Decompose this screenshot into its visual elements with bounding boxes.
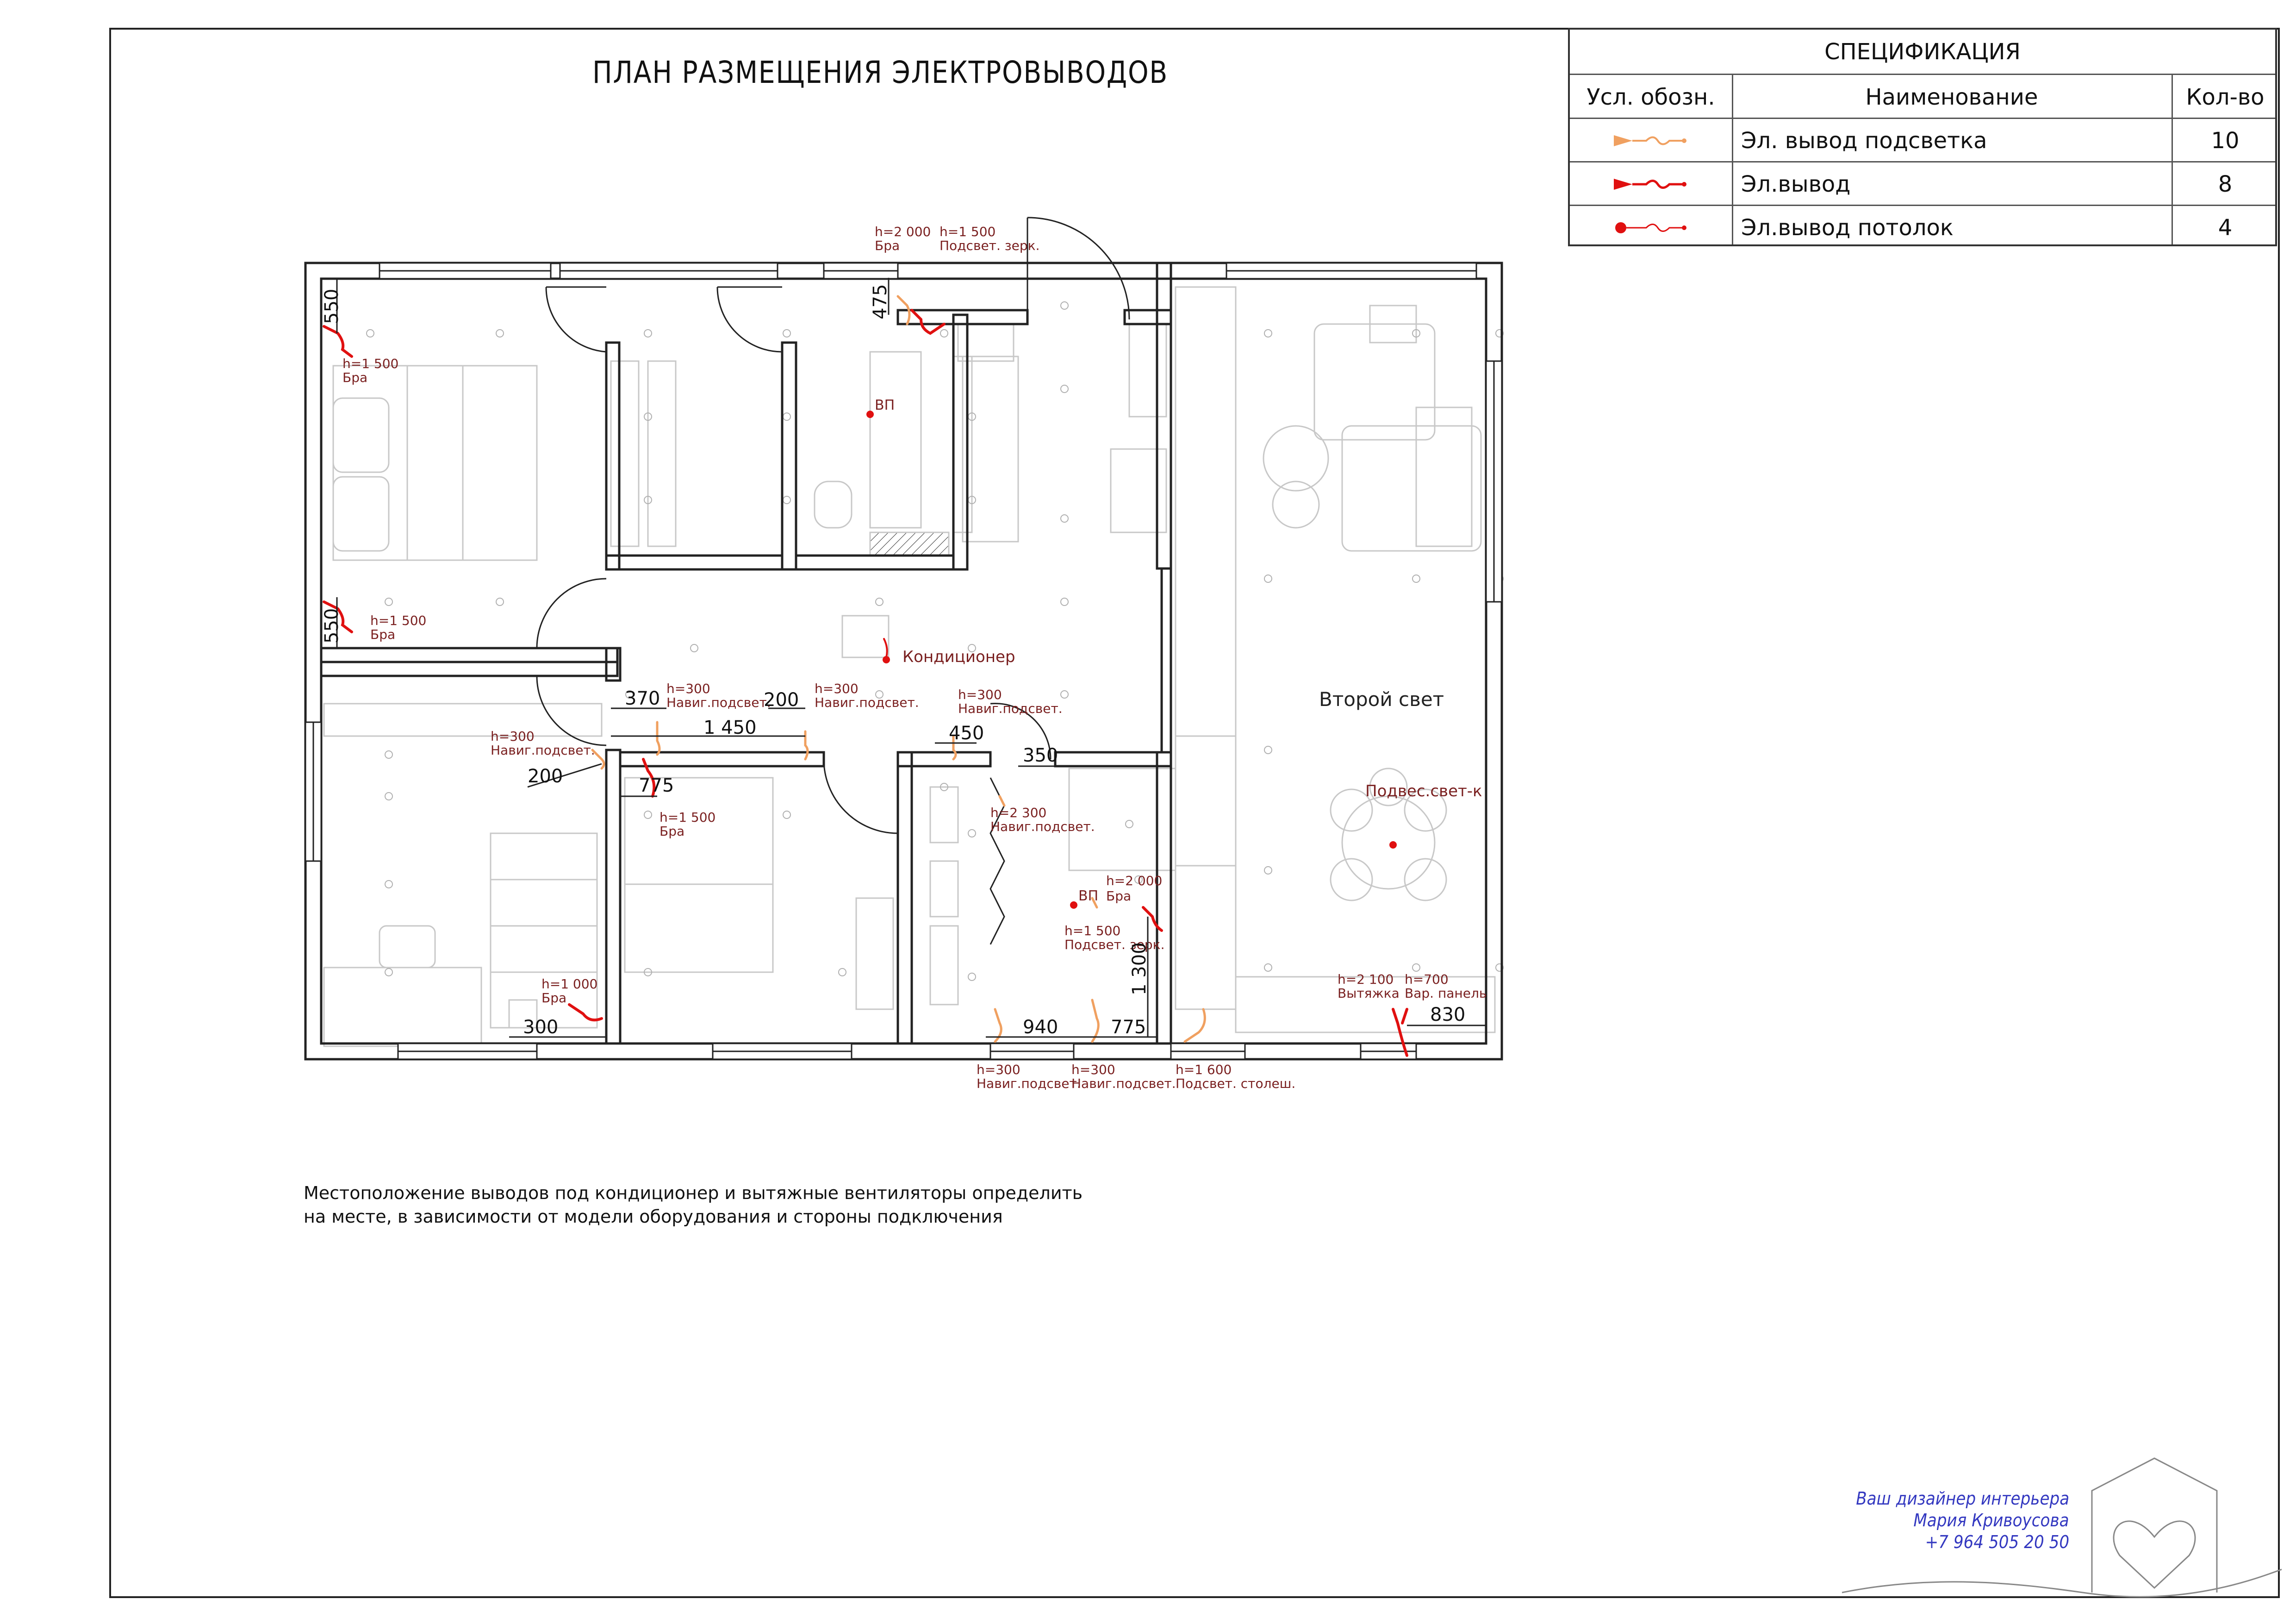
label: Бра [660, 824, 684, 839]
label: Навиг.подсвет. [666, 695, 771, 710]
label: h=300 [958, 687, 1002, 702]
pendant-label: Подвес.свет-к [1365, 782, 1482, 800]
dimension-lines [336, 278, 1486, 1038]
note-line: на месте, в зависимости от модели оборуд… [304, 1206, 1003, 1227]
label: h=300 [1071, 1062, 1115, 1077]
label: h=1 500 [370, 613, 426, 628]
label: Навиг.подсвет. [977, 1076, 1081, 1091]
dimension: 940 [1023, 1017, 1058, 1038]
label: h=1 500 [940, 224, 996, 239]
spec-qty: 8 [2218, 171, 2233, 197]
label: Вар. панель [1405, 986, 1487, 1001]
dimension: 200 [764, 689, 799, 711]
label: h=2 100 [1338, 972, 1394, 987]
ceiling-outlet-points [866, 411, 1397, 909]
dimension: 775 [1111, 1017, 1146, 1038]
label: Навиг.подсвет. [990, 819, 1095, 834]
spec-divider [1732, 74, 1733, 244]
label: h=2 000 [1106, 873, 1162, 888]
dimension: 1 300 [1129, 942, 1150, 995]
label: h=1 500 [342, 356, 398, 371]
label: Бра [1106, 888, 1131, 904]
dimension-labels: 550 550 475 370 1 450 200 450 350 200 77… [321, 284, 1465, 1038]
sheet-frame [109, 28, 2280, 1598]
label: h=300 [491, 729, 535, 744]
dimension: 775 [639, 775, 674, 796]
label: Вытяжка [1338, 986, 1400, 1001]
ceiling-outlet-icon [1570, 206, 1732, 250]
spec-row: Эл. вывод подсветка 10 [1570, 118, 2275, 162]
label: Бра [370, 627, 395, 642]
spec-col-symbol: Усл. обозн. [1587, 84, 1715, 110]
spec-col-name: Наименование [1865, 84, 2038, 110]
label: Бра [342, 370, 367, 385]
spec-name: Эл.вывод [1741, 171, 1851, 197]
spec-qty: 4 [2218, 215, 2233, 241]
spec-name: Эл. вывод подсветка [1741, 128, 1987, 154]
dimension: 475 [870, 284, 891, 319]
spec-qty: 10 [2211, 128, 2240, 154]
spec-header: СПЕЦИФИКАЦИЯ [1824, 38, 2021, 65]
dimension: 200 [528, 766, 563, 787]
label: ВП [1078, 888, 1098, 904]
signature-line: Ваш дизайнер интерьера [1856, 1488, 2069, 1509]
dining-table [1341, 795, 1436, 890]
furniture-layer [323, 286, 1496, 1047]
ac-label: Кондиционер [902, 648, 1015, 666]
specification-table: СПЕЦИФИКАЦИЯ Усл. обозн. Наименование Ко… [1568, 28, 2277, 246]
label: h=1 600 [1176, 1062, 1232, 1077]
page-title: ПЛАН РАЗМЕЩЕНИЯ ЭЛЕКТРОВЫВОДОВ [592, 55, 1169, 90]
designer-logo [1842, 1457, 2282, 1598]
label: Навиг.подсвет. [958, 701, 1063, 716]
label: Подсвет. зерк. [940, 238, 1039, 253]
child-bed [624, 777, 774, 973]
dimension: 370 [625, 688, 660, 709]
label: h=300 [977, 1062, 1020, 1077]
dimension: 1 450 [703, 717, 757, 738]
spec-divider [2172, 74, 2173, 244]
label: Навиг.подсвет. [1071, 1076, 1176, 1091]
dimension: 350 [1023, 745, 1058, 766]
spec-row: Эл.вывод потолок 4 [1570, 205, 2275, 250]
dimension: 830 [1430, 1004, 1465, 1025]
label: h=1 000 [541, 976, 597, 992]
windows [305, 262, 1503, 1060]
outlets [323, 295, 1408, 1057]
label: Навиг.подсвет. [815, 695, 919, 710]
toilet [814, 481, 852, 529]
dimension: 550 [321, 289, 342, 324]
spec-row: Эл.вывод 8 [1570, 161, 2275, 206]
spec-col-qty: Кол-во [2186, 84, 2265, 110]
spec-name: Эл.вывод потолок [1741, 215, 1954, 241]
label: h=1 500 [1064, 923, 1120, 938]
label: h=2 300 [990, 805, 1046, 820]
dimension: 550 [321, 608, 342, 643]
label: h=1 500 [660, 810, 716, 825]
label: h=300 [815, 681, 859, 696]
doors [536, 217, 1130, 945]
label: ВП [875, 397, 895, 413]
signature-line: Мария Кривоусова [1913, 1510, 2069, 1530]
backlight-outlet-icon [1570, 119, 1732, 162]
bed [332, 365, 538, 561]
label: Подсвет. столеш. [1176, 1076, 1295, 1091]
label: h=300 [666, 681, 710, 696]
note-line: Местоположение выводов под кондиционер и… [304, 1183, 1083, 1203]
dimension: 300 [523, 1017, 558, 1038]
spec-column-header-row: Усл. обозн. Наименование Кол-во [1570, 74, 2275, 119]
label: h=2 000 [875, 224, 931, 239]
room-label-second-light: Второй свет [1319, 688, 1444, 711]
label: h=700 [1405, 972, 1449, 987]
label: Бра [875, 238, 900, 253]
outlet-icon [1570, 162, 1732, 206]
signature-phone: +7 964 505 20 50 [1925, 1532, 2069, 1552]
label: Навиг.подсвет. [491, 743, 595, 758]
label: Бра [541, 990, 566, 1006]
dimension: 450 [949, 723, 984, 744]
walls [304, 262, 1503, 1061]
